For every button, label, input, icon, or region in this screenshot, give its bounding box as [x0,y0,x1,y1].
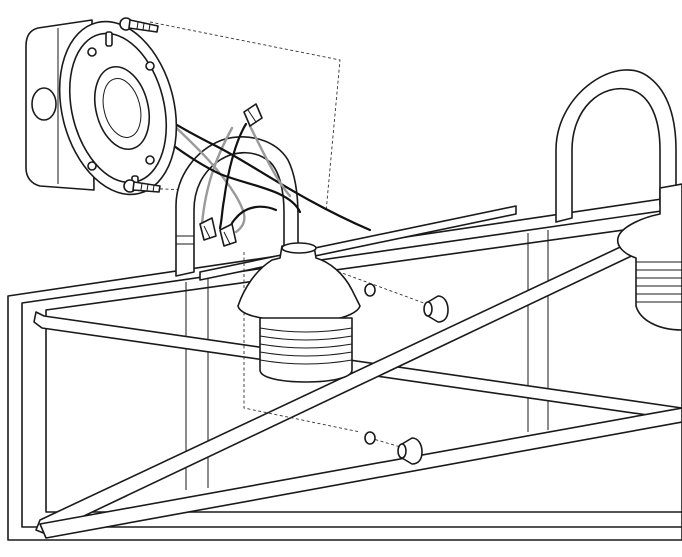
wire-nuts [199,103,263,247]
mounting-plate-icon [58,20,178,196]
cross-bars [33,217,682,539]
screw-icon [123,179,161,193]
fasteners [364,283,449,465]
wire-nut-icon [219,223,237,247]
screws [119,17,161,193]
wire-nut-icon [243,103,263,127]
right-arm [555,69,682,331]
mounting-hole [364,283,376,297]
finial-cap-icon [423,295,449,323]
left-arm [175,136,299,277]
socket-icon [237,242,361,383]
cross-bar-up [35,217,682,535]
wire-nut-icon [199,217,217,241]
screw-icon [119,17,159,33]
mounting-hole [364,431,376,445]
cross-bar-down [33,311,682,421]
bottom-bar [39,407,682,539]
finial-cap-icon [397,437,423,465]
